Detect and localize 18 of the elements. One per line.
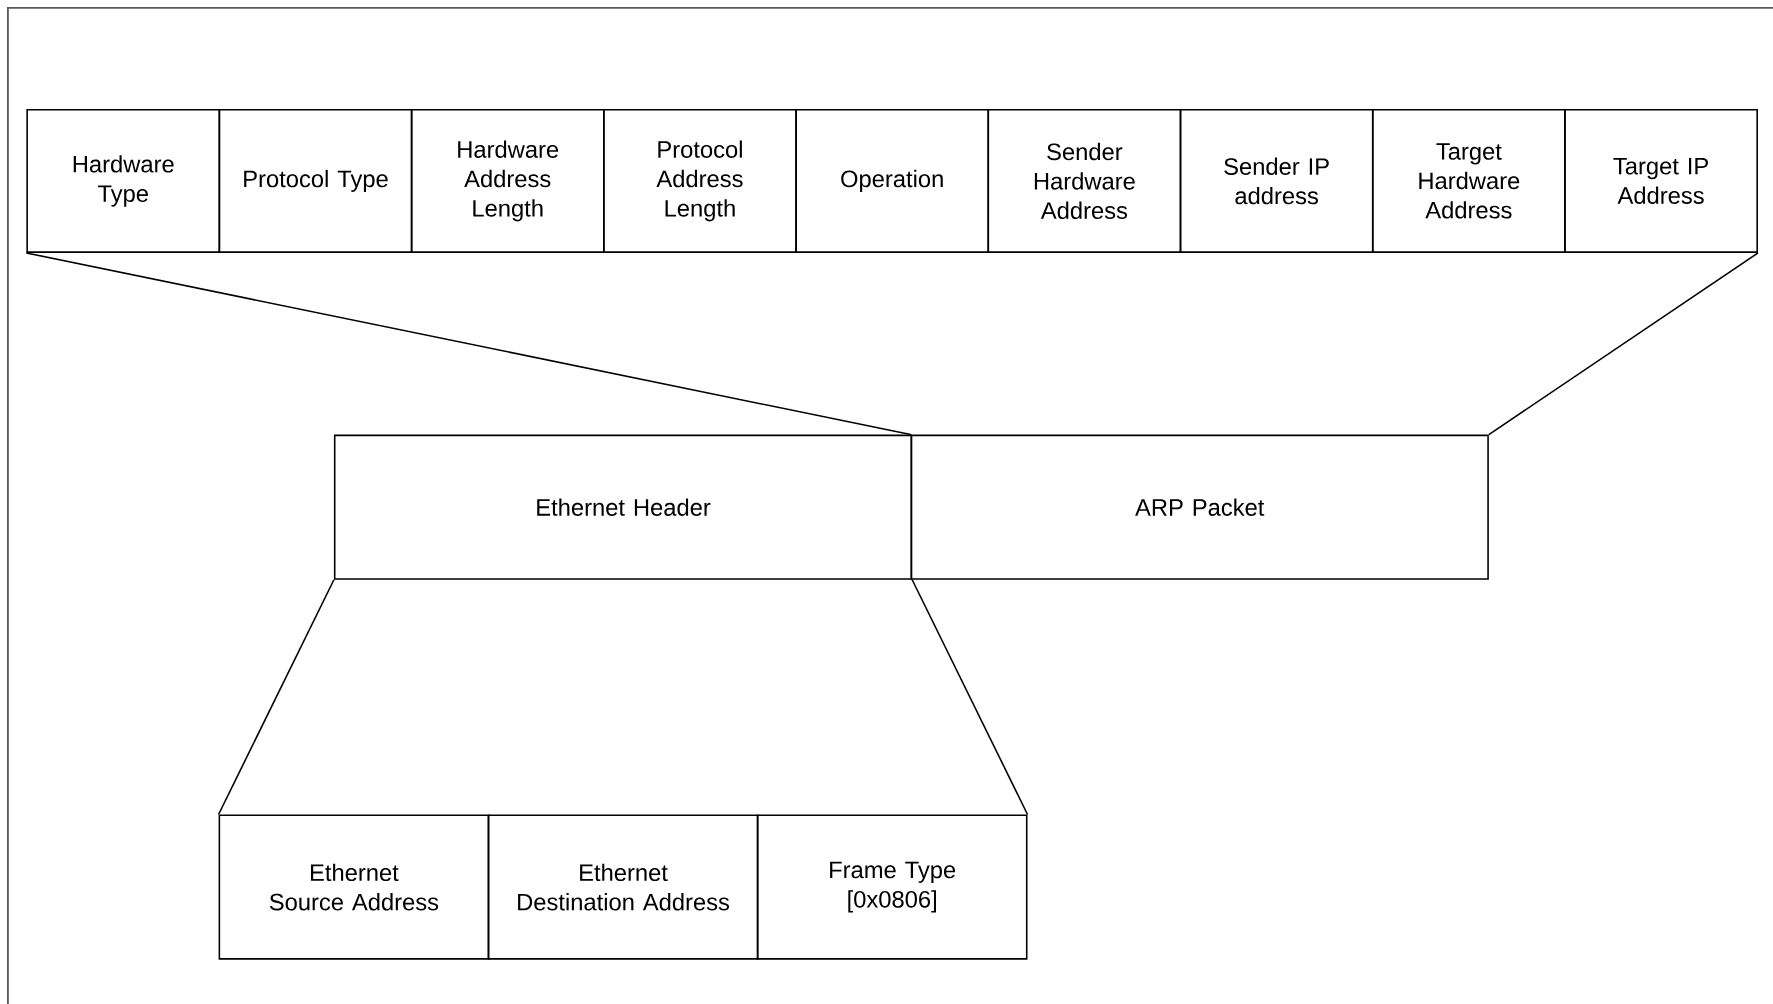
expansion-line bbox=[25, 252, 912, 436]
expansion-line bbox=[217, 578, 335, 816]
field-box: Target IP Address bbox=[1564, 108, 1758, 253]
field-box: Ethernet Destination Address bbox=[487, 814, 759, 960]
field-box: Protocol Type bbox=[218, 108, 413, 253]
field-box: Hardware Type bbox=[26, 108, 221, 253]
field-box: Protocol Address Length bbox=[603, 108, 797, 253]
field-box: Frame Type [0x0806] bbox=[756, 814, 1028, 960]
field-box: Ethernet Source Address bbox=[218, 814, 490, 960]
expansion-line bbox=[911, 578, 1029, 816]
expansion-line bbox=[1488, 252, 1759, 436]
field-box: Ethernet Header bbox=[333, 434, 913, 580]
field-box: Sender IP address bbox=[1179, 108, 1374, 253]
field-box: Target Hardware Address bbox=[1371, 108, 1566, 253]
field-box: Hardware Address Length bbox=[410, 108, 605, 253]
field-box: Sender Hardware Address bbox=[987, 108, 1182, 253]
field-box: ARP Packet bbox=[910, 434, 1489, 580]
field-box: Operation bbox=[795, 108, 990, 253]
